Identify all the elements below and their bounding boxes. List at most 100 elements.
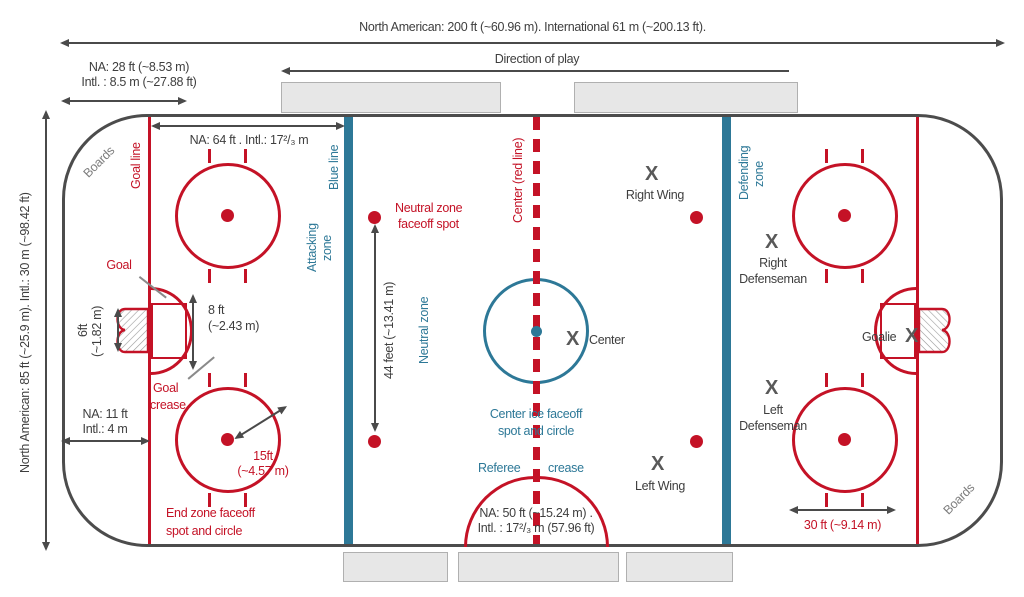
corner-radius-na-label: NA: 28 ft (~8.53 m) xyxy=(88,60,190,74)
goalie-marker: X xyxy=(905,325,919,347)
corner-radius-intl-label: Intl. : 8.5 m (~27.88 ft) xyxy=(81,75,197,89)
right-defenseman-marker: X xyxy=(765,231,779,253)
neutral-zone-label: Neutral zone xyxy=(417,296,431,365)
goalie-label: Goalie xyxy=(862,330,897,344)
blue-line-left xyxy=(344,117,353,544)
hash-mark xyxy=(208,269,211,283)
circle-spacing-label: 30 ft (~9.14 m) xyxy=(803,518,882,532)
crease-radius-label-1: 8 ft xyxy=(208,303,225,317)
goal-crease-rect-left xyxy=(151,303,187,359)
hash-mark xyxy=(244,493,247,507)
goal-label: Goal xyxy=(106,258,132,272)
blue-line-right xyxy=(722,117,731,544)
goal-line-dist-intl-label: Intl.: 4 m xyxy=(82,422,128,436)
center-ice-spot xyxy=(531,326,542,337)
circle-radius-label-1: 15ft xyxy=(253,449,273,463)
neutral-zone-na-label: NA: 50 ft (~15.24 m) . xyxy=(479,506,593,520)
hash-mark xyxy=(861,493,864,507)
goal-width-arrow xyxy=(114,308,121,352)
center-line-label: Center (red line) xyxy=(511,137,525,223)
left-wing-label: Left Wing xyxy=(634,479,686,493)
neutral-spot-label-1: Neutral zone xyxy=(395,201,463,215)
goal-width-label-2: (~1.82 m) xyxy=(90,305,104,357)
circle-spacing-arrow xyxy=(789,506,896,513)
player-bench-left xyxy=(281,82,501,113)
defending-zone-label-1: Defending xyxy=(737,145,751,201)
spots-distance-label: 44 feet (~13.41 m) xyxy=(382,281,396,380)
faceoff-circle-bottom-right xyxy=(792,387,898,493)
crease-radius-arrow xyxy=(189,294,196,370)
penalty-box-right xyxy=(626,552,733,582)
penalty-box-left xyxy=(343,552,448,582)
hash-mark xyxy=(825,493,828,507)
corner-radius-arrow xyxy=(61,97,187,104)
hash-mark xyxy=(825,149,828,163)
neutral-faceoff-spot xyxy=(690,435,703,448)
faceoff-circle-top-left xyxy=(175,163,281,269)
hash-mark xyxy=(861,373,864,387)
zone-length-label: NA: 64 ft . Intl.: 17²/₃ m xyxy=(189,133,309,147)
direction-of-play-arrow xyxy=(281,67,789,74)
right-wing-label: Right Wing xyxy=(625,188,685,202)
faceoff-spot-top-right xyxy=(838,209,851,222)
circle-radius-label-2: (~4.57 m) xyxy=(237,464,289,478)
neutral-faceoff-spot xyxy=(690,211,703,224)
hash-mark xyxy=(208,149,211,163)
center-ice-label-1: Center ice faceoff xyxy=(489,407,583,421)
crease-radius-label-2: (~2.43 m) xyxy=(208,319,260,333)
goal-line-left xyxy=(148,117,151,544)
attacking-zone-label-2: zone xyxy=(320,235,334,261)
spots-distance-arrow xyxy=(371,224,378,432)
hash-mark xyxy=(825,269,828,283)
neutral-spot-label-2: faceoff spot xyxy=(398,217,459,231)
goal-crease-label-1: Goal xyxy=(153,381,179,395)
referee-crease-label-2: crease xyxy=(548,461,584,475)
left-defenseman-marker: X xyxy=(765,377,779,399)
hash-mark xyxy=(861,269,864,283)
neutral-faceoff-spot xyxy=(368,435,381,448)
player-bench-right xyxy=(574,82,798,113)
neutral-faceoff-spot xyxy=(368,211,381,224)
faceoff-spot-bottom-right xyxy=(838,433,851,446)
end-zone-label-2: spot and circle xyxy=(166,524,243,538)
faceoff-circle-bottom-left xyxy=(175,387,281,493)
left-defenseman-label-1: Left xyxy=(763,403,783,417)
rink-width-arrow xyxy=(42,110,49,551)
right-defenseman-label-2: Defenseman xyxy=(739,272,807,286)
faceoff-spot-top-left xyxy=(221,209,234,222)
zone-length-arrow xyxy=(151,122,345,129)
hash-mark xyxy=(244,269,247,283)
right-wing-marker: X xyxy=(645,163,659,185)
center-ice-label-2: spot and circle xyxy=(497,424,575,438)
rink-width-label: North American: 85 ft (~25.9 m). Intl.: … xyxy=(18,192,32,473)
attacking-zone-label-1: Attacking xyxy=(305,223,319,273)
goal-line-dist-na-label: NA: 11 ft xyxy=(82,407,128,421)
left-defenseman-label-2: Defenseman xyxy=(739,419,807,433)
faceoff-circle-top-right xyxy=(792,163,898,269)
hash-mark xyxy=(208,373,211,387)
faceoff-spot-bottom-left xyxy=(221,433,234,446)
left-wing-marker: X xyxy=(651,453,665,475)
neutral-zone-intl-label: Intl. : 17²/₃ m (57.96 ft) xyxy=(477,521,595,535)
rink-length-arrow xyxy=(60,39,1005,46)
center-player-label: Center xyxy=(589,333,625,347)
goal-net-right xyxy=(917,307,951,354)
goal-width-label-1: 6ft xyxy=(76,324,90,338)
hash-mark xyxy=(244,149,247,163)
hash-mark xyxy=(861,149,864,163)
goal-crease-label-2: crease xyxy=(150,398,186,412)
hash-mark xyxy=(244,373,247,387)
center-marker: X xyxy=(566,328,580,350)
blue-line-label: Blue line xyxy=(327,144,341,190)
defending-zone-label-2: zone xyxy=(752,161,766,187)
goal-line-dist-arrow xyxy=(61,437,150,444)
referee-crease-label-1: Referee xyxy=(478,461,521,475)
hash-mark xyxy=(208,493,211,507)
scorekeeper-box xyxy=(458,552,619,582)
direction-of-play-label: Direction of play xyxy=(494,52,580,66)
end-zone-label-1: End zone faceoff xyxy=(166,506,255,520)
goal-line-label: Goal line xyxy=(129,142,143,190)
goal-line-right xyxy=(916,117,919,544)
rink-length-label: North American: 200 ft (~60.96 m). Inter… xyxy=(359,20,706,34)
